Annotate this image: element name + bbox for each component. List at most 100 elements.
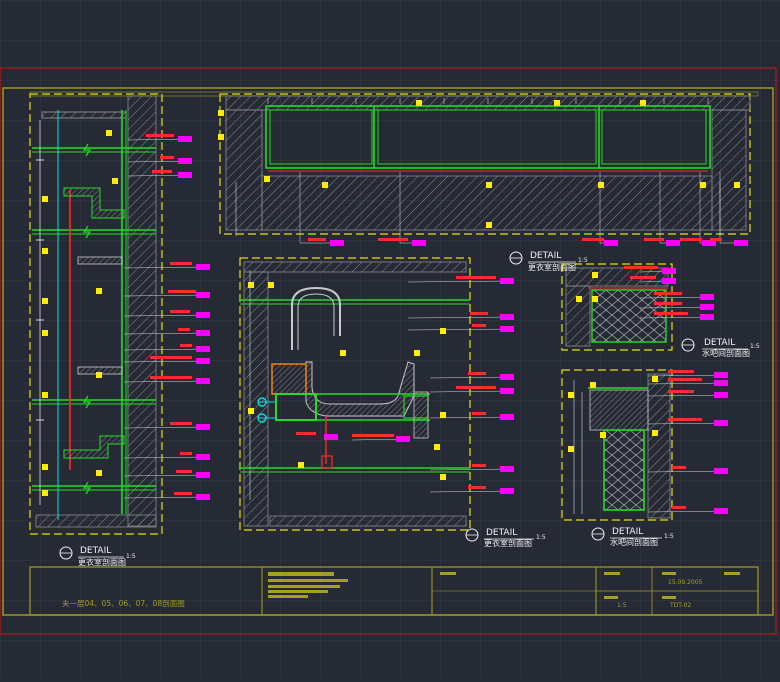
- dimension-marker: [568, 392, 574, 398]
- annotation-tag: [662, 268, 676, 274]
- detail-label-3-title: 更衣室剖面图: [484, 538, 532, 548]
- annotation-tag: [196, 358, 210, 364]
- leader-line: [123, 380, 211, 383]
- dimension-marker: [416, 100, 422, 106]
- dimension-marker: [42, 392, 48, 398]
- detail-label-5-scale: 1:5: [664, 533, 674, 540]
- annotation-label-red: [710, 238, 722, 241]
- annotation-tag: [500, 278, 514, 284]
- dimension-marker: [440, 412, 446, 418]
- dimension-marker: [554, 100, 560, 106]
- dimension-marker: [434, 444, 440, 450]
- annotation-label-red: [150, 356, 192, 359]
- dimension-marker: [248, 408, 254, 414]
- annotation-label-red: [472, 464, 486, 467]
- annotation-tag: [196, 378, 210, 384]
- annotation-tag: [700, 314, 714, 320]
- dimension-marker: [112, 178, 118, 184]
- annotation-tag: [500, 414, 514, 420]
- annotation-tag: [178, 158, 192, 164]
- leader-line: [407, 316, 515, 319]
- dimension-marker: [414, 350, 420, 356]
- leader-line: [407, 328, 515, 331]
- annotation-label-red: [582, 238, 604, 241]
- dimension-marker: [96, 372, 102, 378]
- annotation-label-red: [296, 432, 316, 435]
- detail-label-1-title: 更衣室剖面图: [78, 557, 126, 567]
- detail-section-basin: [239, 257, 471, 531]
- annotation-tag: [662, 278, 676, 284]
- dimension-marker: [600, 432, 606, 438]
- annotation-label-red: [654, 292, 682, 295]
- annotation-label-red: [672, 466, 686, 469]
- dimension-marker: [652, 430, 658, 436]
- annotation-label-red: [352, 434, 394, 437]
- detail-label-5-word: DETAIL: [612, 527, 643, 537]
- annotation-label-red: [468, 486, 486, 489]
- annotation-label-red: [150, 376, 192, 379]
- dimension-marker: [42, 196, 48, 202]
- annotation-label-red: [308, 238, 326, 241]
- detail-section-right-lower: [561, 369, 673, 521]
- annotation-label-red: [152, 170, 172, 173]
- dimension-marker: [734, 182, 740, 188]
- annotation-tag: [500, 466, 514, 472]
- detail-label-2-scale: 1:5: [578, 257, 588, 264]
- detail-label-1-word: DETAIL: [80, 546, 111, 556]
- annotation-label-red: [668, 390, 694, 393]
- dimension-marker: [42, 298, 48, 304]
- annotation-tag: [412, 240, 426, 246]
- leader-line: [123, 294, 211, 297]
- dimension-marker: [568, 446, 574, 452]
- dimension-marker: [322, 182, 328, 188]
- annotation-tag: [604, 240, 618, 246]
- annotation-label-red: [680, 238, 702, 241]
- detail-label-3: DETAIL 更衣室剖面图 1:5: [465, 528, 546, 548]
- annotation-label-red: [654, 302, 682, 305]
- annotation-tag: [196, 472, 210, 478]
- annotation-tag: [500, 374, 514, 380]
- annotation-label-red: [378, 238, 408, 241]
- annotation-tag: [500, 326, 514, 332]
- dimension-marker: [42, 330, 48, 336]
- dimension-marker: [268, 282, 274, 288]
- dimension-marker: [42, 248, 48, 254]
- dimension-marker: [218, 134, 224, 140]
- annotation-label-red: [456, 386, 496, 389]
- annotation-layer: [42, 98, 748, 514]
- annotation-label-red: [470, 312, 488, 315]
- annotation-tag: [178, 172, 192, 178]
- annotation-tag: [196, 292, 210, 298]
- annotation-label-red: [644, 238, 664, 241]
- annotation-tag: [196, 330, 210, 336]
- dimension-marker: [592, 272, 598, 278]
- dimension-marker: [598, 182, 604, 188]
- annotation-label-red: [472, 412, 486, 415]
- leader-line: [407, 280, 515, 283]
- dimension-marker: [440, 328, 446, 334]
- annotation-label-red: [176, 470, 192, 473]
- leader-line: [123, 360, 211, 363]
- annotation-label-red: [180, 344, 192, 347]
- annotation-label-red: [178, 328, 190, 331]
- annotation-label-red: [468, 372, 486, 375]
- dimension-marker: [640, 100, 646, 106]
- annotation-tag: [500, 314, 514, 320]
- dimension-marker: [218, 110, 224, 116]
- annotation-label-red: [668, 418, 702, 421]
- annotation-tag: [666, 240, 680, 246]
- annotation-label-red: [456, 276, 496, 279]
- detail-label-3-scale: 1:5: [536, 534, 546, 541]
- dimension-marker: [96, 470, 102, 476]
- dimension-marker: [340, 350, 346, 356]
- annotation-tag: [178, 136, 192, 142]
- annotation-tag: [714, 468, 728, 474]
- leader-line: [123, 474, 211, 477]
- annotation-label-red: [668, 378, 702, 381]
- annotation-label-red: [672, 506, 686, 509]
- annotation-tag: [330, 240, 344, 246]
- annotation-label-red: [146, 134, 174, 137]
- annotation-tag: [196, 346, 210, 352]
- annotation-label-red: [654, 312, 688, 315]
